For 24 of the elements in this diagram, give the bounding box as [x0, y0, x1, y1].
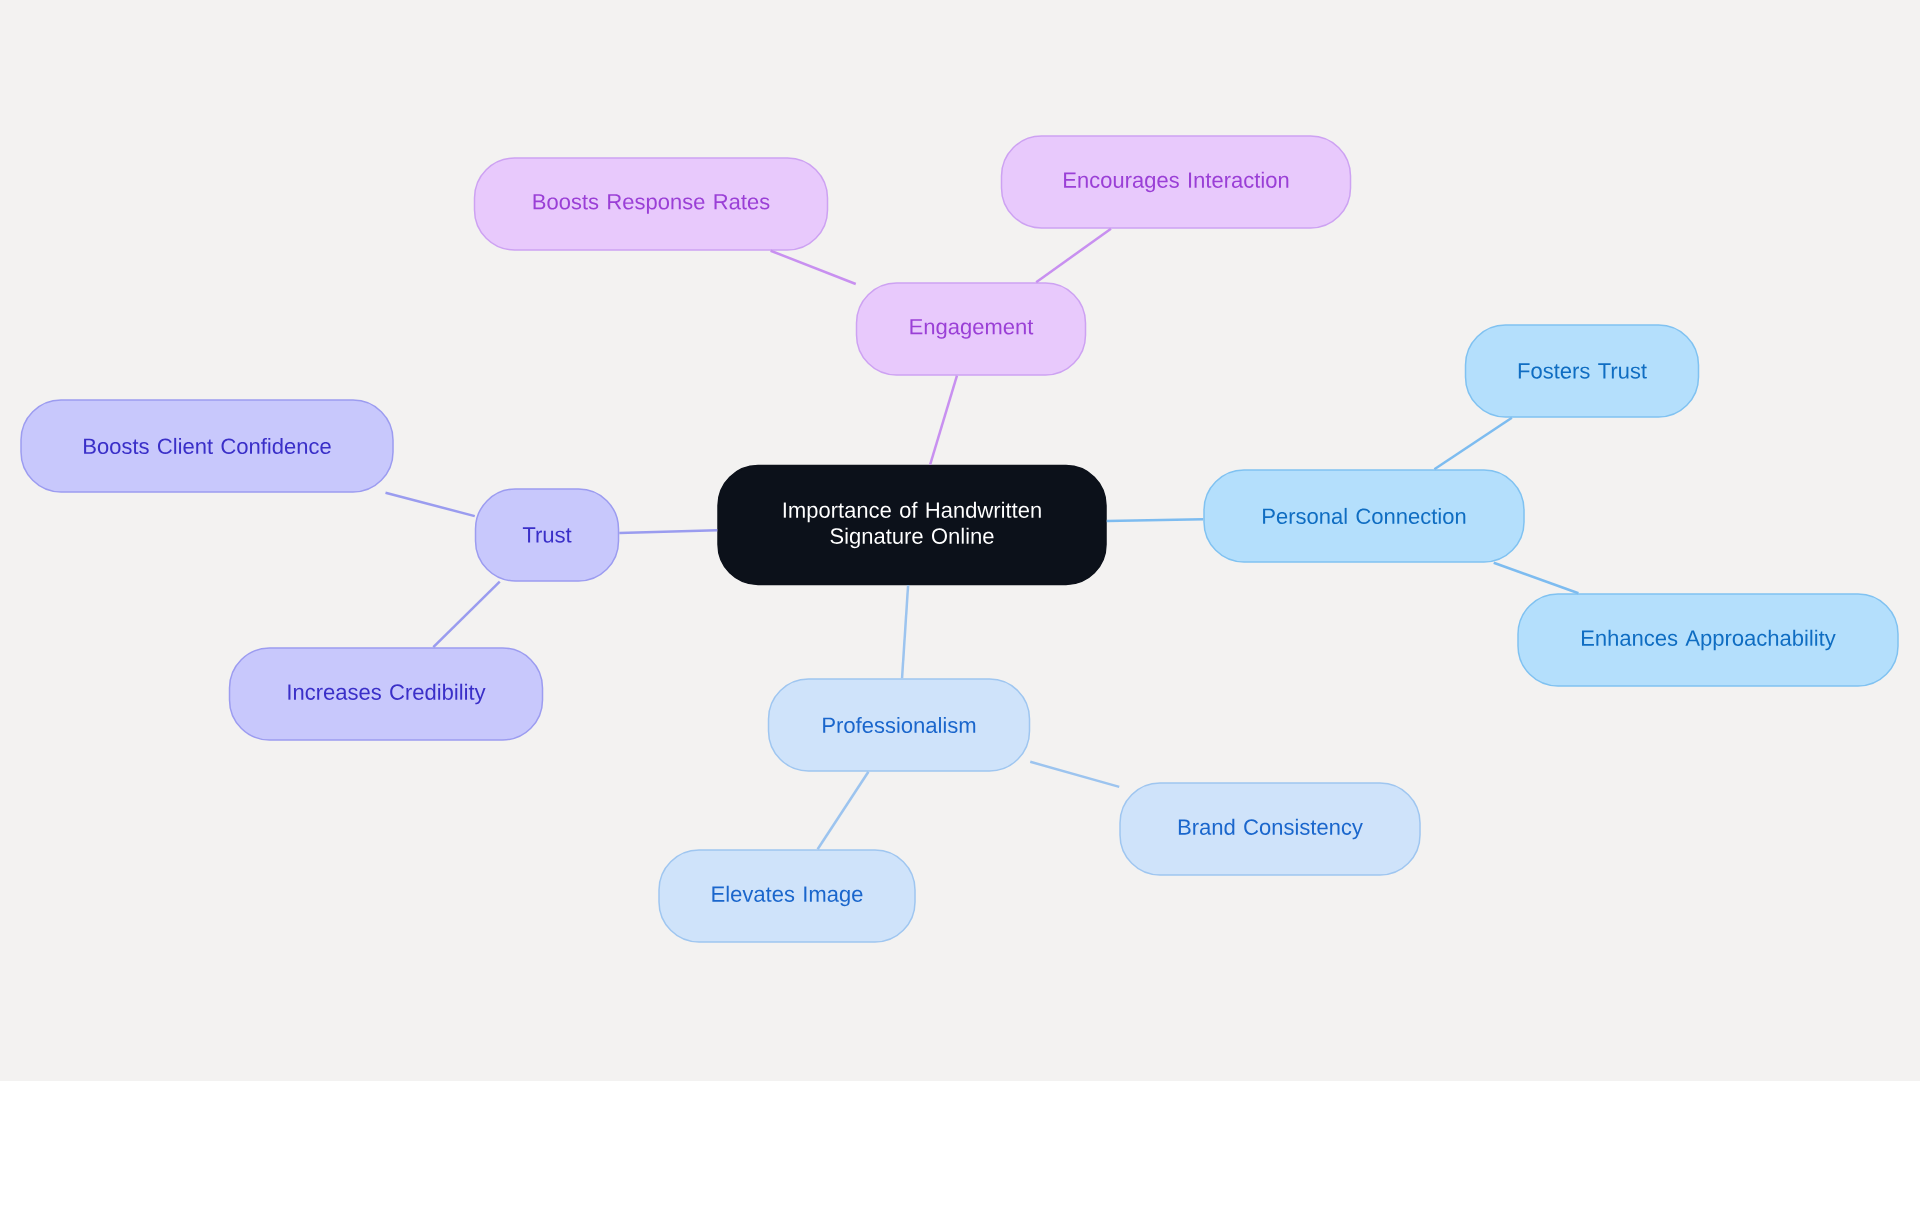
idea-box: Fosters Trust	[1464, 324, 1700, 418]
connector	[619, 529, 718, 535]
connector	[432, 580, 501, 649]
idea-box: Encourages Interaction	[1000, 135, 1352, 229]
idea-box: Boosts Client Confidence	[20, 399, 394, 493]
topic-box: Importance of Handwritten Signature Online	[717, 464, 1107, 586]
connector	[928, 375, 959, 466]
connector	[1106, 517, 1204, 523]
connector	[1493, 561, 1579, 595]
connector	[385, 491, 476, 518]
connector	[1035, 227, 1112, 284]
idea-box: Brand Consistency	[1119, 782, 1421, 876]
idea-box: Increases Credibility	[228, 647, 544, 741]
idea-box: Enhances Approachability	[1517, 593, 1899, 687]
connector	[900, 585, 910, 679]
idea-box: Professionalism	[767, 678, 1031, 772]
idea-box: Elevates Image	[658, 849, 916, 943]
connector	[1433, 416, 1513, 471]
connector	[1029, 760, 1120, 789]
connector	[770, 249, 857, 286]
connector	[816, 771, 870, 850]
idea-box: Personal Connection	[1203, 469, 1525, 563]
idea-box: Engagement	[855, 282, 1087, 376]
idea-box: Boosts Response Rates	[473, 157, 829, 251]
